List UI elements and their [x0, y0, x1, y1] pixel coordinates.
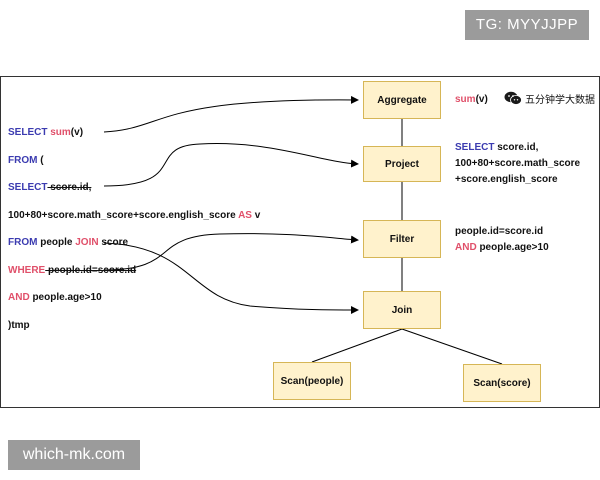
sql-text: people	[37, 237, 76, 248]
watermark-bottom: which-mk.com	[8, 440, 140, 470]
edge-join-scan-people	[311, 328, 403, 363]
node-project: Project	[363, 146, 441, 182]
note-aggregate: sum(v)	[455, 92, 488, 108]
sql-line-6: WHERE people.id=score.id	[8, 265, 136, 276]
note-text: people.age>10	[476, 242, 549, 253]
note-keyword: AND	[455, 242, 477, 253]
sql-keyword: JOIN	[75, 237, 99, 248]
brand-text: 五分钟学大数据	[525, 95, 595, 106]
note-filter-line-1: people.id=score.id	[455, 226, 544, 237]
sql-keyword: SELECT	[8, 127, 48, 138]
sql-keyword: WHERE	[8, 265, 46, 276]
sql-function: sum	[50, 127, 71, 138]
sql-text: v	[251, 210, 261, 221]
diagram-border	[0, 76, 600, 408]
sql-text: (v)	[70, 127, 84, 138]
sql-line-8: )tmp	[8, 320, 30, 331]
watermark-top: TG: MYYJJPP	[465, 10, 589, 40]
sql-text: (	[37, 155, 44, 166]
sql-text: people.age>10	[29, 292, 102, 303]
sql-keyword: FROM	[8, 155, 38, 166]
node-scan-score: Scan(score)	[463, 364, 541, 402]
sql-keyword: AND	[8, 292, 30, 303]
note-filter: people.id=score.id AND people.age>10	[455, 224, 549, 256]
brand: 五分钟学大数据	[504, 91, 595, 106]
note-project-line-1: SELECT score.id,	[455, 140, 580, 156]
note-keyword: SELECT	[455, 142, 495, 153]
sql-line-5: FROM people JOIN score	[8, 237, 128, 248]
diagram-canvas	[0, 76, 600, 408]
curve-join-to-join	[103, 242, 359, 314]
node-filter: Filter	[363, 220, 441, 258]
sql-text: score	[98, 237, 129, 248]
sql-text: people.id=score.id	[45, 265, 137, 276]
sql-line-2: FROM (	[8, 155, 44, 166]
note-function: sum	[455, 94, 476, 105]
sql-keyword: AS	[238, 210, 252, 221]
node-join: Join	[363, 291, 441, 329]
note-text: score.id,	[494, 142, 539, 153]
curve-where-to-filter	[103, 233, 359, 271]
sql-text: )tmp	[8, 320, 30, 331]
note-text: (v)	[475, 94, 488, 105]
edge-join-scan-score	[401, 328, 503, 365]
sql-line-7: AND people.age>10	[8, 292, 102, 303]
curve-select-to-project	[103, 143, 359, 187]
sql-keyword: SELECT	[8, 182, 48, 193]
note-filter-line-2: AND people.age>10	[455, 240, 549, 256]
sql-text: 100+80+score.math_score+score.english_sc…	[8, 210, 236, 221]
note-project-line-3: +score.english_score	[455, 174, 558, 185]
node-aggregate: Aggregate	[363, 81, 441, 119]
sql-line-3: SELECT score.id,	[8, 182, 91, 193]
wechat-icon	[504, 91, 522, 105]
curve-sum-to-aggregate	[103, 95, 359, 133]
note-project-line-2: 100+80+score.math_score	[455, 158, 581, 169]
note-project: SELECT score.id, 100+80+score.math_score…	[455, 140, 580, 188]
sql-line-1: SELECT sum(v)	[8, 127, 83, 138]
node-scan-people: Scan(people)	[273, 362, 351, 400]
sql-text: score.id,	[47, 182, 92, 193]
sql-keyword: FROM	[8, 237, 38, 248]
sql-line-4: 100+80+score.math_score+score.english_sc…	[8, 210, 260, 221]
